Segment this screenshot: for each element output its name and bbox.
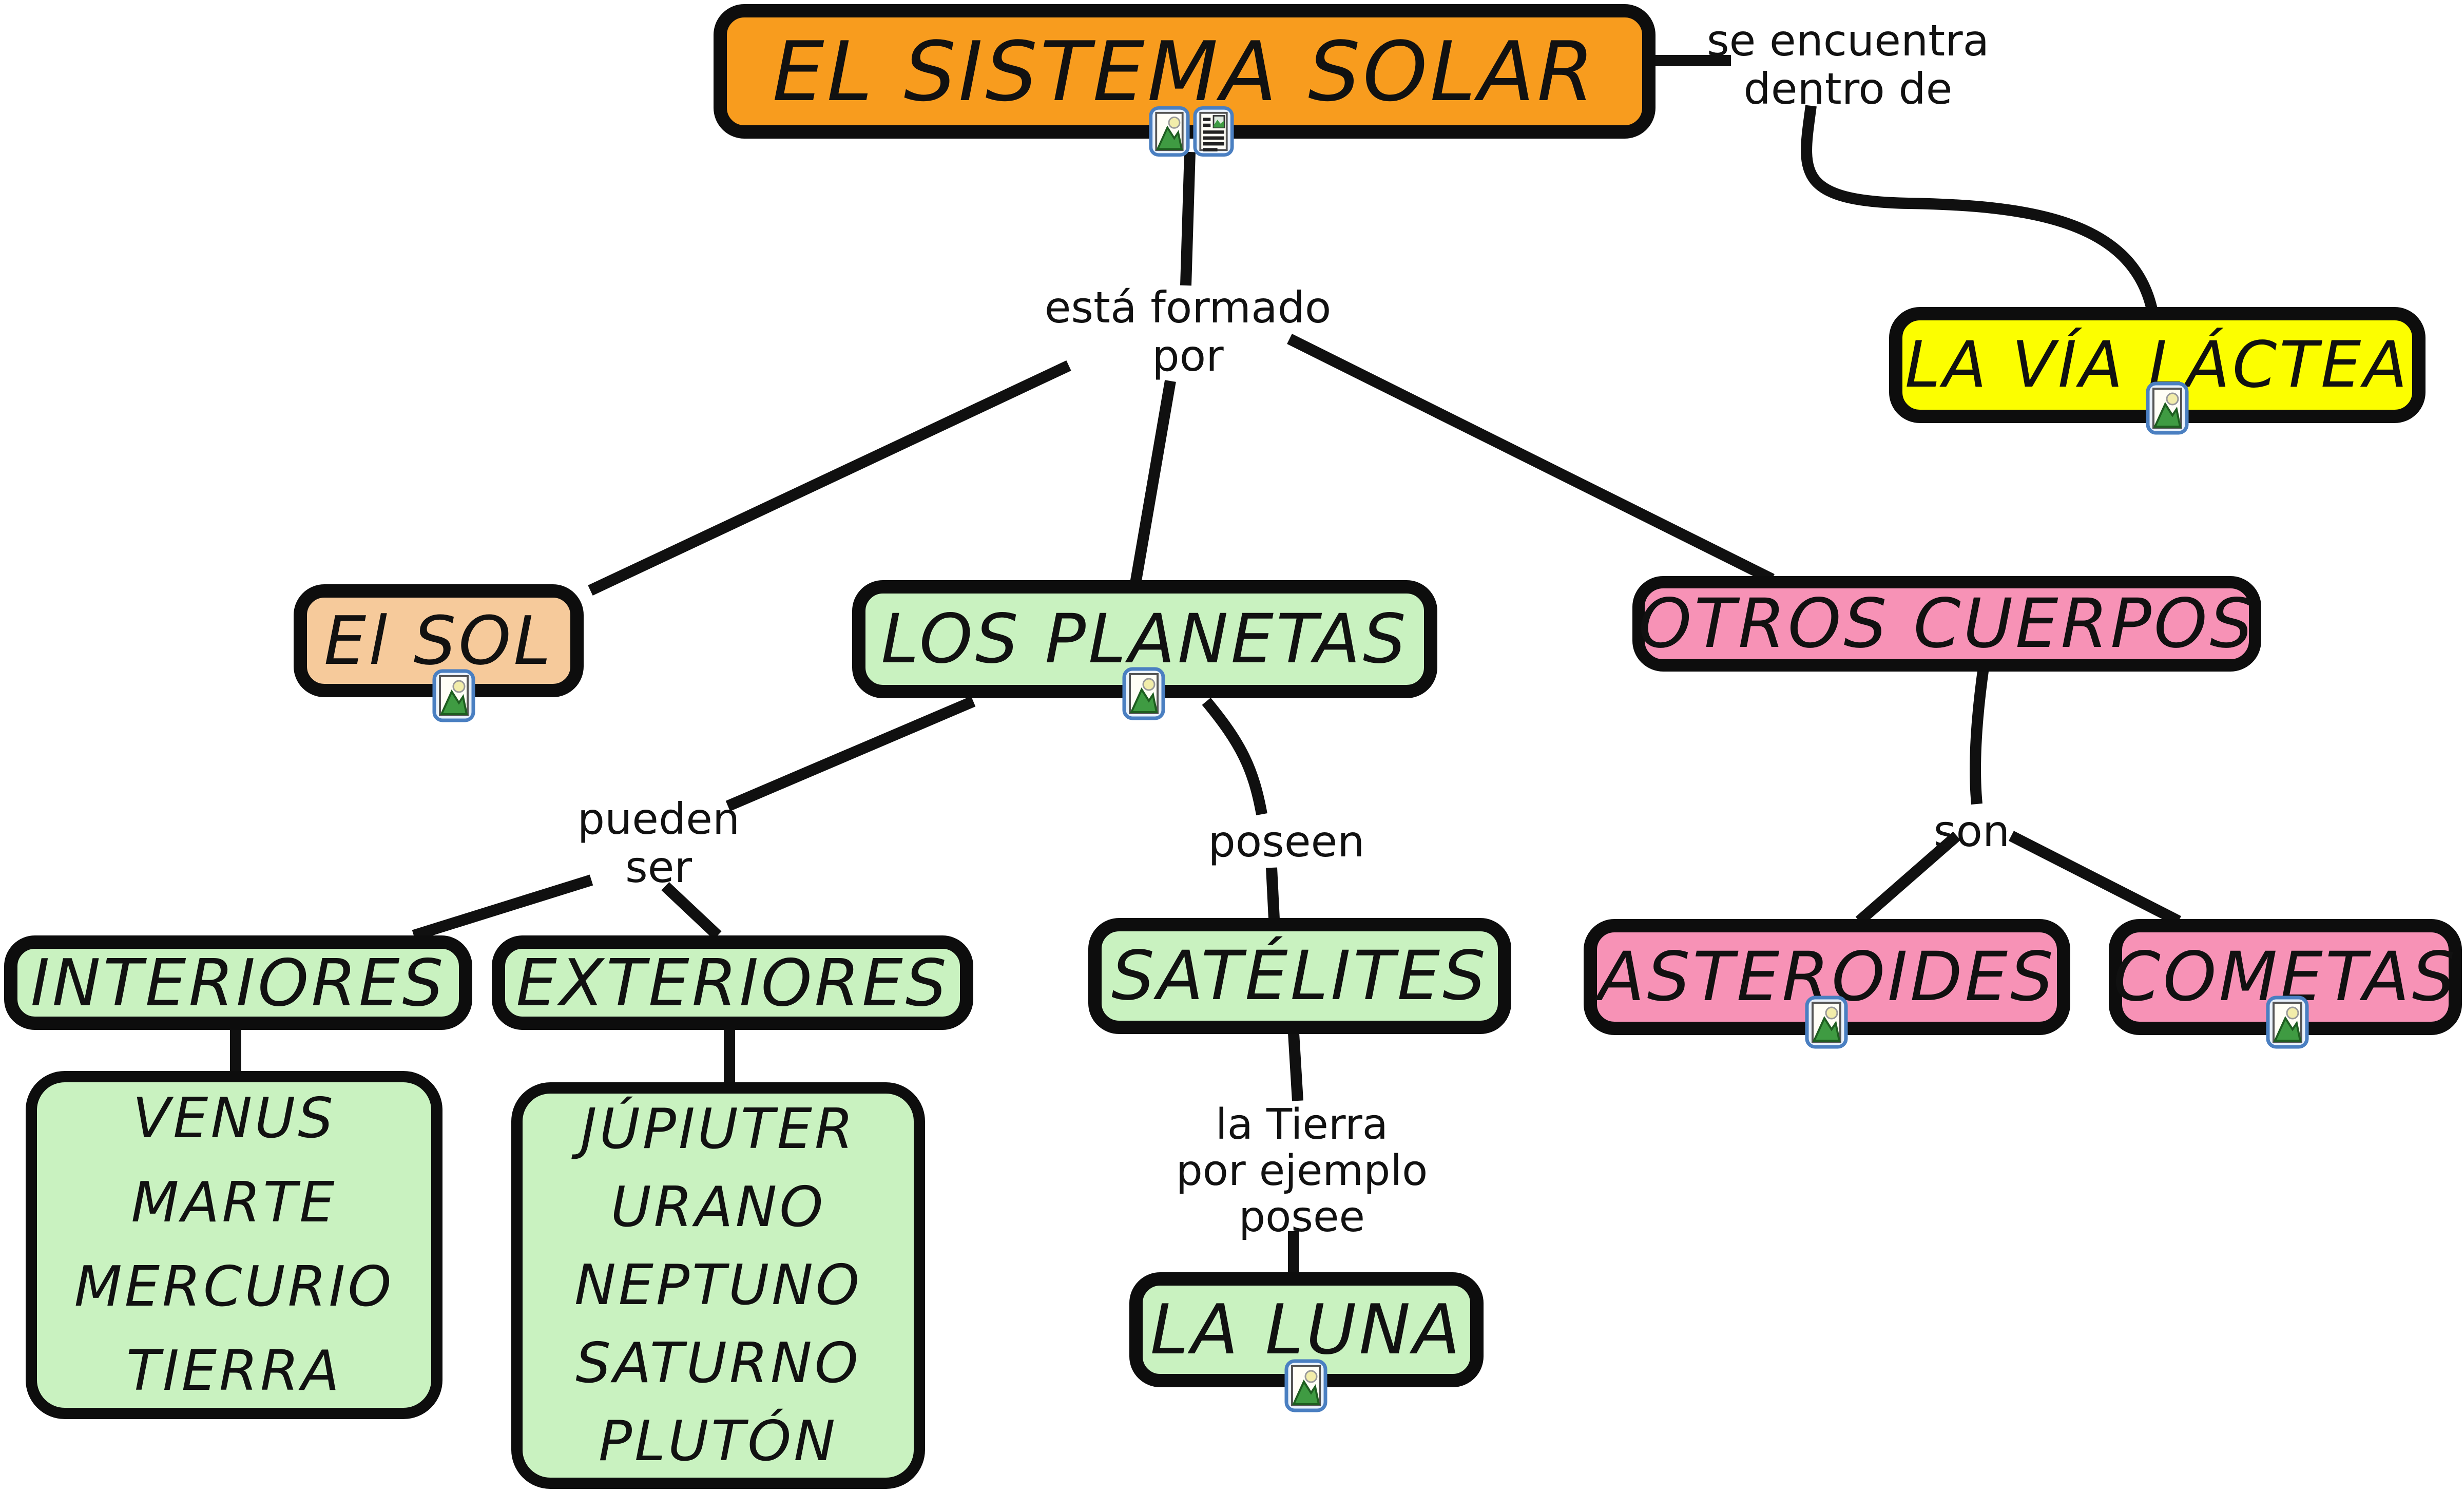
- node-exteriores[interactable]: EXTERIORES: [492, 935, 973, 1030]
- node-los-planetas-label: LOS PLANETAS: [881, 600, 1409, 679]
- inner-planet-item: TIERRA: [126, 1339, 342, 1403]
- image-resource-icon[interactable]: [1149, 106, 1190, 157]
- edge-label-se-encuentra[interactable]: se encuentra dentro de: [1706, 15, 1990, 114]
- node-el-sistema-solar-label: EL SISTEMA SOLAR: [772, 23, 1597, 120]
- node-interiores-label: INTERIORES: [30, 945, 446, 1021]
- node-la-luna-label: LA LUNA: [1150, 1290, 1463, 1370]
- edge-otros-to-son: [1970, 666, 1989, 805]
- edge-poseen-to-satelites: [1266, 867, 1280, 920]
- inner-planet-item: MARTE: [131, 1171, 337, 1235]
- edge-label-la-tierra-por-ejemplo-posee[interactable]: la Tierra por ejemplo posee: [1176, 1100, 1428, 1241]
- edge-satelites-to-latierra: [1288, 1032, 1303, 1101]
- inner-planet-item: VENUS: [132, 1086, 336, 1151]
- edge-puedenser-to-exteriores: [661, 882, 722, 940]
- edge-puedenser-to-interiores: [412, 874, 593, 941]
- outer-planet-item: NEPTUNO: [574, 1253, 862, 1317]
- edge-label-esta-formado-por[interactable]: está formado por: [1044, 282, 1332, 381]
- edge-planetas-to-puedenser: [725, 696, 976, 812]
- outer-planet-item: PLUTÓN: [598, 1409, 838, 1474]
- image-resource-icon[interactable]: [1122, 666, 1165, 721]
- image-resource-icon[interactable]: [432, 668, 475, 723]
- edge-label-pueden-ser[interactable]: pueden ser: [577, 794, 740, 892]
- edge-planetas-to-poseen: [1202, 697, 1267, 815]
- node-el-sol[interactable]: El SOL: [294, 584, 584, 697]
- node-satelites[interactable]: SATÉLITES: [1088, 918, 1511, 1034]
- document-resource-icon[interactable]: [1193, 106, 1234, 157]
- node-outer-planets-list[interactable]: JÚPIUTER URANO NEPTUNO SATURNO PLUTÓN: [511, 1082, 925, 1489]
- node-otros-cuerpos[interactable]: OTROS CUERPOS: [1632, 576, 2261, 672]
- inner-planet-item: MERCURIO: [74, 1255, 394, 1319]
- outer-planet-item: SATURNO: [575, 1331, 861, 1395]
- image-resource-icon[interactable]: [1805, 995, 1848, 1049]
- node-la-luna[interactable]: LA LUNA: [1129, 1272, 1484, 1387]
- node-exteriores-label: EXTERIORES: [516, 945, 949, 1021]
- image-resource-icon[interactable]: [2146, 381, 2189, 435]
- node-cometas[interactable]: COMETAS: [2109, 919, 2462, 1035]
- image-resource-icon[interactable]: [2266, 995, 2309, 1049]
- node-el-sol-label: El SOL: [324, 602, 553, 680]
- image-resource-icon[interactable]: [1284, 1359, 1327, 1413]
- node-satelites-label: SATÉLITES: [1111, 936, 1488, 1016]
- outer-planet-item: URANO: [610, 1175, 826, 1239]
- node-otros-cuerpos-label: OTROS CUERPOS: [1638, 584, 2256, 663]
- edge-formado-to-sol: [588, 360, 1071, 596]
- edge-label-son[interactable]: son: [1933, 806, 2010, 856]
- edge-son-to-asteroides: [1855, 831, 1961, 926]
- edge-encuentra-to-vialactea: [1801, 105, 2158, 311]
- edge-formado-to-planetas: [1130, 380, 1176, 584]
- edge-label-poseen[interactable]: poseen: [1208, 816, 1365, 867]
- node-inner-planets-list[interactable]: VENUS MARTE MERCURIO TIERRA: [26, 1071, 442, 1419]
- edge-title-to-formado: [1180, 151, 1196, 286]
- node-interiores[interactable]: INTERIORES: [4, 935, 472, 1030]
- outer-planet-item: JÚPIUTER: [580, 1097, 856, 1161]
- node-los-planetas[interactable]: LOS PLANETAS: [852, 580, 1437, 698]
- edge-son-to-cometas: [2009, 831, 2181, 926]
- edge-formado-to-otros: [1287, 334, 1775, 584]
